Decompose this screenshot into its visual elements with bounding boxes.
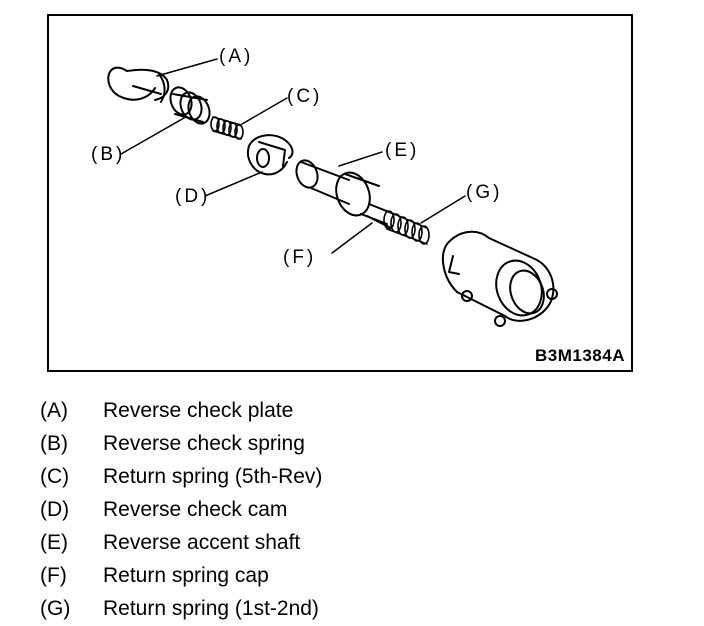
legend-item: (D) Reverse check cam [40,493,322,526]
reverse-accent-shaft-part [295,159,395,229]
legend-text: Reverse check cam [103,497,288,521]
exploded-view-drawing [107,58,558,327]
legend-text: Return spring cap [103,563,269,587]
callout-f-label: (F) [283,247,317,268]
return-spring-1st-2nd-part [383,210,430,245]
legend-letter: (E) [40,530,68,554]
legend-text: Reverse check plate [103,398,294,422]
reverse-check-plate-part [107,66,170,103]
legend-item: (A) Reverse check plate [40,394,322,427]
legend-letter: (F) [40,563,67,587]
legend-item: (G) Return spring (1st-2nd) [40,592,322,625]
legend-text: Return spring (1st-2nd) [103,596,319,620]
legend-text: Return spring (5th-Rev) [103,464,323,488]
leader-lines [120,58,466,254]
callout-d-label: (D) [175,186,211,207]
parts-legend: (A) Reverse check plate (B) Reverse chec… [40,394,322,625]
callout-e-label: (E) [385,140,420,161]
callout-g-label: (G) [466,182,503,203]
figure-code: B3M1384A [535,346,625,365]
return-spring-5th-rev-part [210,116,244,140]
exploded-view-figure: (A) (B) (C) (D) (E) (F) (G) B3M1384A [47,14,633,372]
legend-text: Reverse check spring [103,431,305,455]
legend-letter: (G) [40,596,71,620]
legend-item: (E) Reverse accent shaft [40,526,322,559]
return-spring-cap-part [441,230,558,327]
legend-letter: (A) [40,398,68,422]
reverse-check-cam-part [247,134,294,176]
legend-item: (F) Return spring cap [40,559,322,592]
legend-letter: (B) [40,431,68,455]
legend-item: (C) Return spring (5th-Rev) [40,460,322,493]
legend-text: Reverse accent shaft [103,530,301,554]
reverse-check-spring-part [169,86,211,125]
legend-letter: (D) [40,497,70,521]
callout-c-label: (C) [287,86,323,107]
callout-b-label: (B) [91,144,126,165]
legend-item: (B) Reverse check spring [40,427,322,460]
legend-letter: (C) [40,464,70,488]
callout-a-label: (A) [219,46,254,67]
